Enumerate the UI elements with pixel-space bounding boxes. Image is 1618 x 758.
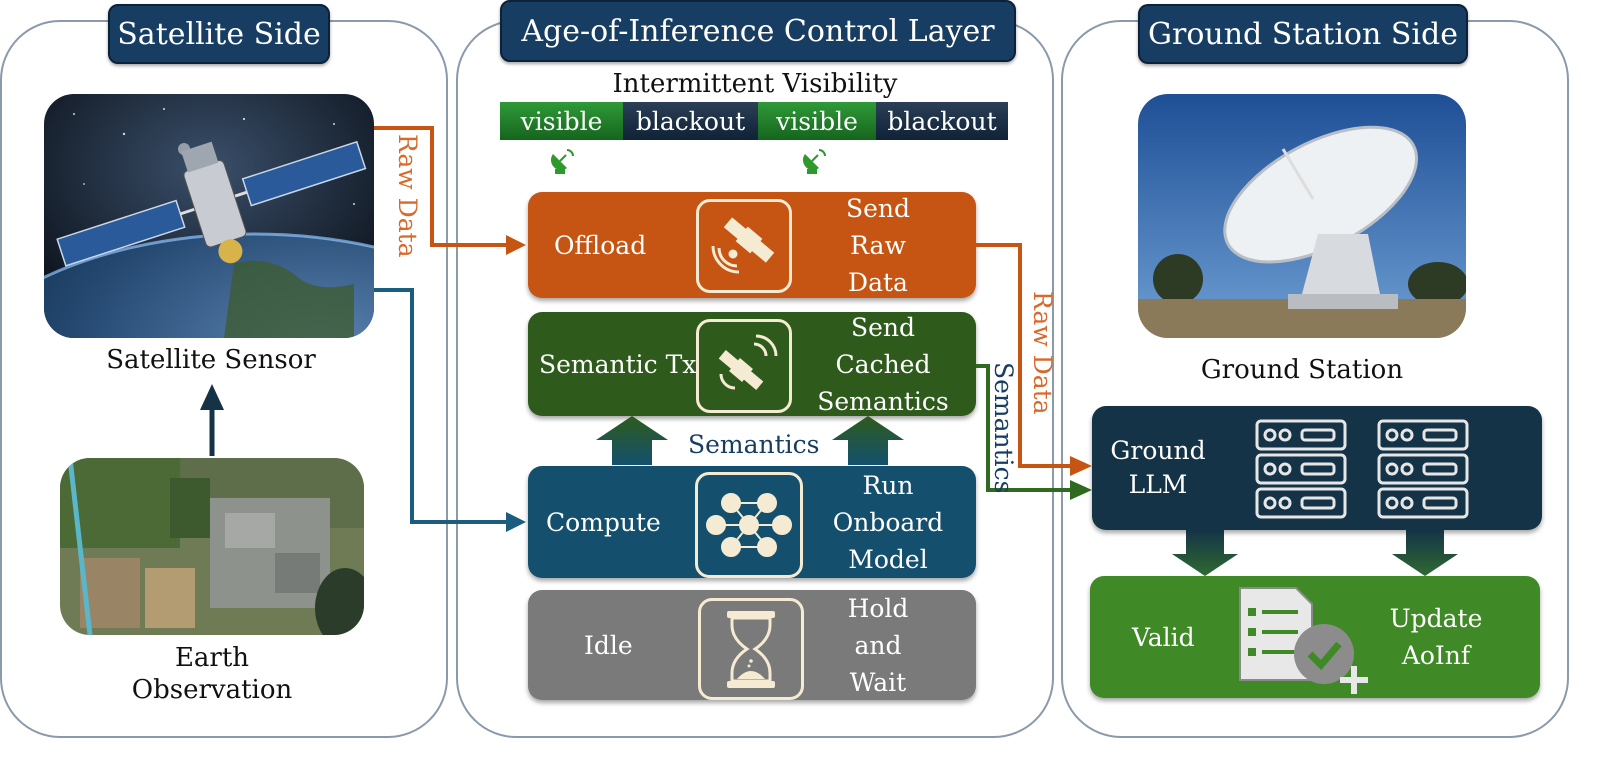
satellite-sensor-image	[44, 94, 374, 338]
earth-caption-line2: Observation	[131, 675, 293, 705]
antenna-icon	[551, 149, 574, 174]
semantics-arrow-to-llm	[976, 364, 1074, 492]
idle-desc-line: Hold	[847, 593, 909, 623]
ground-llm-label: Ground LLM	[1102, 406, 1214, 530]
visibility-segment-blackout-1: blackout	[623, 102, 758, 140]
semantic-tx-desc-line: Send	[850, 312, 916, 342]
state-offload: Offload Send Raw Data	[528, 192, 976, 298]
state-semantic-tx-desc: Send Cached Semantics	[817, 312, 949, 416]
hourglass-icon	[698, 598, 804, 700]
observation-arrowhead	[200, 384, 224, 410]
satellite-side-header: Satellite Side	[108, 4, 330, 64]
visibility-title: Intermittent Visibility	[612, 69, 898, 99]
valid-box: Valid Update AoInf	[1090, 576, 1540, 698]
llm-label-line: LLM	[1128, 470, 1188, 499]
compute-desc-line: Run	[862, 470, 914, 500]
raw-data-arrow-to-llm	[976, 243, 1074, 468]
raw-data-arrowhead	[1070, 456, 1092, 476]
state-offload-desc: Send Raw Data	[828, 192, 928, 298]
semantics-label-vertical: Semantics	[989, 362, 1018, 494]
raw-data-label-right: Raw Data	[1028, 291, 1057, 415]
checklist-approve-icon	[1239, 587, 1368, 694]
semantic-tx-desc-line: Cached	[835, 349, 931, 379]
compute-arrowhead	[506, 512, 526, 532]
compute-arrow	[374, 288, 508, 524]
earth-caption-line1: Earth	[174, 643, 250, 673]
compute-desc-line: Onboard	[832, 507, 944, 537]
visibility-segment-blackout-2: blackout	[876, 102, 1008, 140]
update-line: Update	[1389, 604, 1483, 633]
neural-network-icon	[695, 472, 803, 578]
semantics-up-arrow	[832, 416, 904, 465]
state-idle-desc: Hold and Wait	[828, 590, 928, 700]
semantics-arrowhead	[1070, 480, 1092, 500]
compute-desc-line: Model	[848, 544, 928, 574]
offload-desc-line: Raw	[850, 230, 906, 260]
control-layer-header: Age-of-Inference Control Layer	[500, 0, 1016, 62]
visibility-segment-visible-2: visible	[758, 102, 876, 140]
state-semantic-tx: Semantic Tx Send Cached Semantics	[528, 312, 976, 416]
state-compute-desc: Run Onboard Model	[828, 466, 948, 578]
satellite-broadcast-icon	[696, 319, 792, 413]
semantics-up-arrow	[596, 416, 668, 465]
offload-desc-line: Send	[845, 193, 911, 223]
satellite-signal-icon	[696, 199, 792, 293]
raw-data-arrowhead	[506, 235, 526, 255]
earth-observation-image	[60, 458, 364, 635]
raw-data-arrow-to-offload	[374, 126, 508, 247]
llm-to-valid-arrow	[1172, 530, 1238, 576]
state-offload-label: Offload	[554, 230, 647, 260]
llm-to-valid-arrow	[1392, 530, 1458, 576]
update-line: AoInf	[1401, 641, 1471, 670]
offload-desc-line: Data	[848, 267, 908, 297]
visibility-segment-visible-1: visible	[500, 102, 623, 140]
ground-station-caption: Ground Station	[1200, 355, 1404, 385]
update-aoinf-label: Update AoInf	[1380, 576, 1492, 698]
state-compute: Compute Run Onboard Model	[528, 466, 976, 578]
satellite-sensor-caption: Satellite Sensor	[106, 345, 316, 375]
state-idle-label: Idle	[584, 630, 633, 660]
ground-llm-box: Ground LLM	[1092, 406, 1542, 530]
semantics-label-mid: Semantics	[688, 430, 820, 459]
antenna-icon	[803, 149, 826, 174]
valid-label: Valid	[1132, 622, 1195, 652]
server-rack-icon	[1255, 419, 1347, 519]
idle-desc-line: Wait	[849, 667, 907, 697]
state-idle: Idle Hold and Wait	[528, 590, 976, 700]
llm-label-line: Ground	[1110, 436, 1206, 465]
ground-side-header: Ground Station Side	[1138, 4, 1468, 64]
server-rack-icon	[1377, 419, 1469, 519]
idle-desc-line: and	[854, 630, 902, 660]
state-semantic-tx-label: Semantic Tx	[539, 349, 697, 379]
state-compute-label: Compute	[546, 507, 661, 537]
semantic-tx-desc-line: Semantics	[817, 386, 949, 416]
ground-station-image	[1138, 94, 1466, 338]
raw-data-label-left: Raw Data	[393, 134, 422, 258]
earth-observation-caption: Earth Observation	[60, 642, 364, 706]
